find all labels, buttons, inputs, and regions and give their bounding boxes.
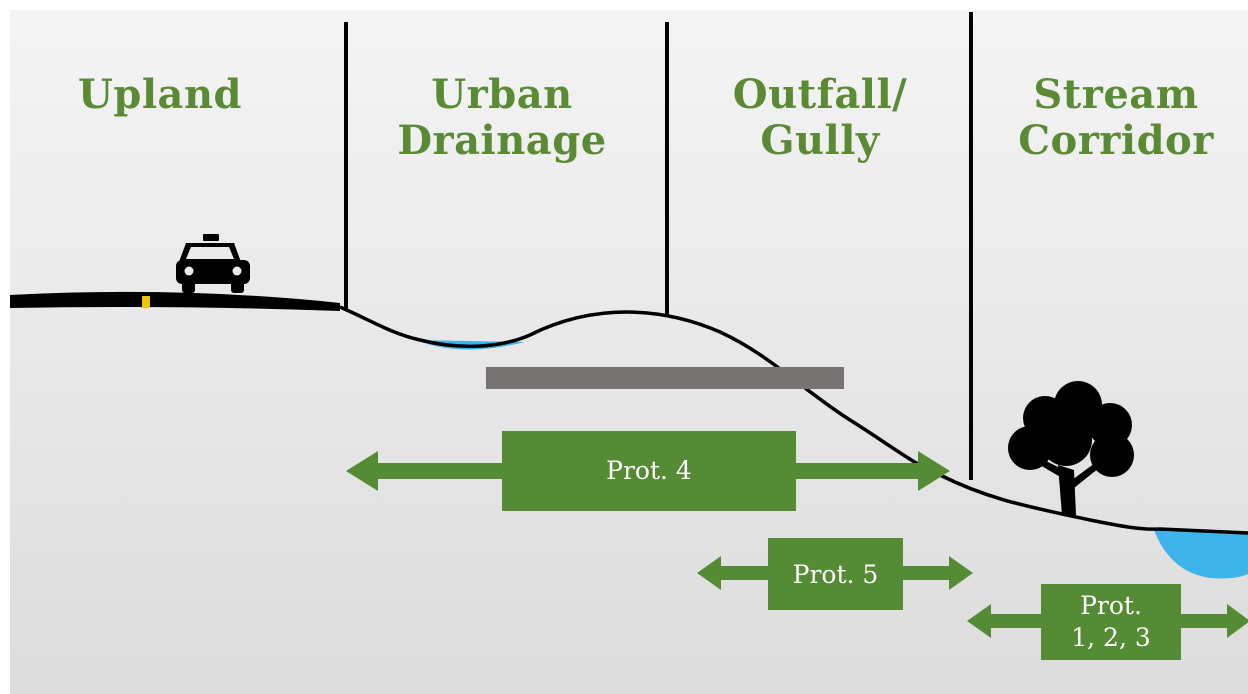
prot123-box (1041, 584, 1181, 660)
car-icon (176, 234, 250, 293)
stream-water (1154, 530, 1248, 579)
prot4-box (502, 431, 796, 511)
prot123-arrow (967, 584, 1248, 660)
prot5-arrow (697, 538, 973, 610)
prot123-label: Prot. 1, 2, 3 (1071, 591, 1151, 652)
zone-title-outfall-gully: Outfall/ Gully (732, 71, 908, 164)
prot4-arrow (346, 431, 950, 511)
storm-pipe (486, 367, 844, 389)
prot5-label: Prot. 5 (792, 560, 879, 589)
diagram-background (10, 10, 1248, 694)
tree-icon (1008, 381, 1134, 515)
road (10, 291, 340, 311)
prot5-box (768, 538, 903, 610)
ground-profile (339, 305, 1248, 535)
road-center-line (142, 296, 150, 308)
zone-title-upland: Upland (77, 71, 242, 118)
prot4-label: Prot. 4 (606, 456, 692, 485)
zone-title-urban-drainage: Urban Drainage (397, 71, 607, 164)
zone-title-stream-corridor: Stream Corridor (1018, 71, 1214, 164)
